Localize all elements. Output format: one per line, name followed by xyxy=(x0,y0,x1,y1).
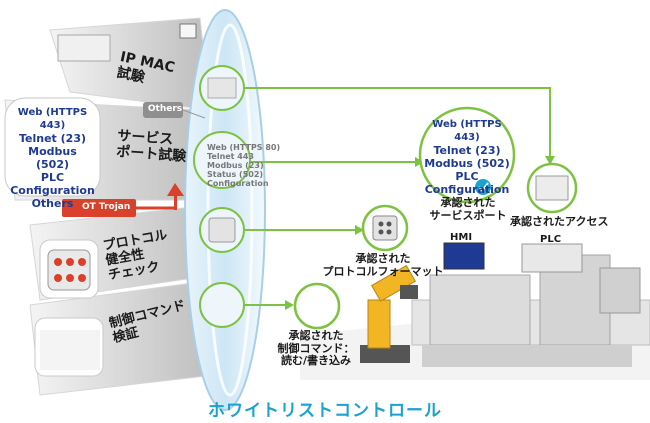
approved-service-circle xyxy=(418,106,516,204)
trojan-arrow xyxy=(167,183,184,210)
flow-lines xyxy=(244,87,555,310)
ip-device-icon xyxy=(57,34,111,62)
plc-unit xyxy=(521,243,583,273)
approved-access-label: 承認されたアクセス xyxy=(510,215,609,228)
ot-trojan-badge xyxy=(62,199,136,217)
diagram-caption: ホワイトリストコントロール xyxy=(208,401,442,421)
approved-service-list: Web (HTTPS 443) Telnet (23) Modbus (502)… xyxy=(424,119,510,196)
factory-scene xyxy=(300,242,650,380)
hmi-screen xyxy=(443,242,485,270)
others-badge: Others xyxy=(147,104,183,114)
others-badge-shape xyxy=(143,102,183,118)
ot-trojan-label: OT Trojan xyxy=(82,202,131,212)
service-list-box xyxy=(4,97,101,197)
lens-text: Web (HTTPS 80) Telnet 443 Modbus (23) St… xyxy=(207,143,281,188)
plc-label: PLC xyxy=(540,234,562,245)
service-port-label: サービス ポート試験 xyxy=(115,128,187,165)
approved-command-circle xyxy=(293,282,341,330)
service-list: Web (HTTPS 443) Telnet (23) Modbus (502)… xyxy=(10,107,95,210)
hmi-label: HMI xyxy=(450,232,473,243)
approved-protocol-label: 承認された プロトコルフォーマット xyxy=(322,252,444,278)
approved-command-label: 承認された 制御コマンド： 読む/書き込み xyxy=(277,329,355,368)
lens-nodes xyxy=(193,65,251,328)
approved-service-label: 承認された サービスポート xyxy=(429,196,507,222)
